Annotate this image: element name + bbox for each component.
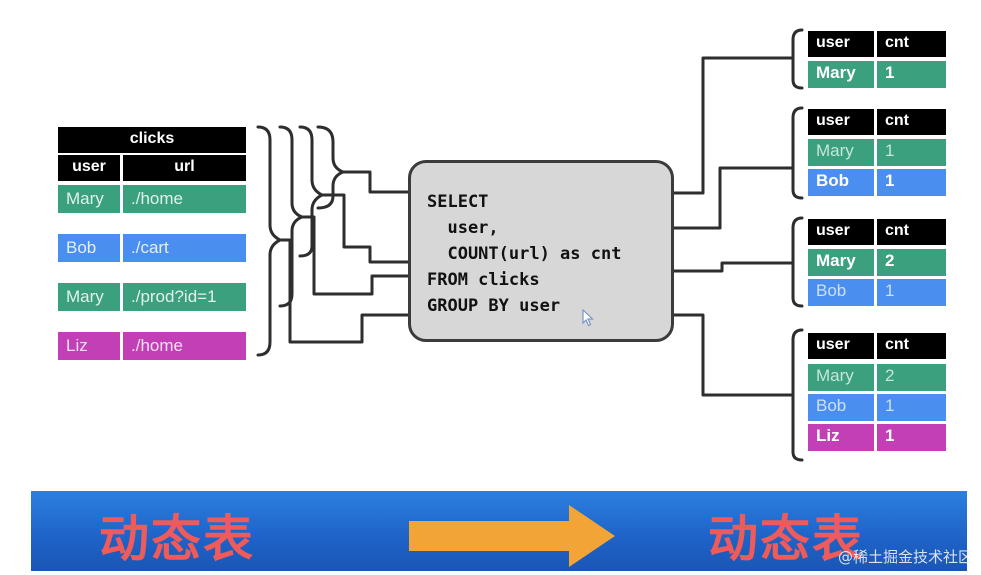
clicks-row-4-url: ./home: [123, 332, 246, 360]
clicks-row-1-url: ./home: [123, 185, 246, 213]
wire-out-2: [672, 166, 795, 230]
result-4-row-2-cnt: 1: [877, 394, 946, 421]
banner-left-label: 动态表: [99, 510, 255, 568]
clicks-table: clicks user url Mary ./home Bob ./cart M…: [58, 127, 246, 363]
watermark-text: @稀土掘金技术社区: [837, 548, 973, 566]
bracket-result-2: [791, 106, 804, 200]
result-4-col-cnt: cnt: [877, 333, 946, 359]
wire-in-2: [320, 193, 410, 264]
clicks-col-url: url: [123, 155, 246, 181]
result-2-col-cnt: cnt: [877, 109, 946, 135]
dynamic-table-banner: 动态表 动态表: [31, 491, 967, 571]
brace-step-2: [298, 125, 324, 258]
clicks-row-4-user: Liz: [58, 332, 120, 360]
result-2-row-2-user: Bob: [808, 169, 874, 196]
result-3-row-1-cnt: 2: [877, 249, 946, 276]
clicks-row-1-user: Mary: [58, 185, 120, 213]
sql-line-3: COUNT(url) as cnt: [427, 244, 622, 264]
brace-step-4: [256, 125, 282, 357]
result-3-row-2-cnt: 1: [877, 279, 946, 306]
wire-out-4: [672, 313, 795, 397]
result-1-row-1-user: Mary: [808, 61, 874, 88]
mouse-cursor-icon: [582, 309, 594, 327]
clicks-row-3-url: ./prod?id=1: [123, 283, 246, 311]
result-4-row-1-user: Mary: [808, 364, 874, 391]
sql-query-box: SELECT user, COUNT(url) as cnt FROM clic…: [408, 160, 674, 342]
result-3-row-2-user: Bob: [808, 279, 874, 306]
result-4-col-user: user: [808, 333, 874, 359]
result-4-row-2-user: Bob: [808, 394, 874, 421]
result-table-3: user cnt Mary 2 Bob 1: [808, 219, 946, 309]
bracket-result-3: [791, 216, 804, 308]
result-table-1: user cnt Mary 1: [808, 31, 946, 91]
result-table-4: user cnt Mary 2 Bob 1 Liz 1: [808, 333, 946, 455]
result-4-row-3-cnt: 1: [877, 424, 946, 451]
result-2-row-2-cnt: 1: [877, 169, 946, 196]
wire-in-4: [278, 238, 410, 344]
sql-line-1: SELECT: [427, 192, 489, 212]
banner-right-label: 动态表: [708, 510, 864, 568]
result-2-row-1-cnt: 1: [877, 139, 946, 166]
wire-in-1: [341, 170, 410, 194]
result-2-col-user: user: [808, 109, 874, 135]
right-arrow-icon: [409, 505, 615, 567]
clicks-row-3-user: Mary: [58, 283, 120, 311]
clicks-col-user: user: [58, 155, 120, 181]
result-3-col-cnt: cnt: [877, 219, 946, 245]
wire-out-1: [672, 56, 795, 195]
sql-line-2: user,: [427, 218, 499, 238]
result-1-col-cnt: cnt: [877, 31, 946, 57]
result-3-row-1-user: Mary: [808, 249, 874, 276]
sql-line-4: FROM clicks: [427, 270, 540, 290]
result-3-col-user: user: [808, 219, 874, 245]
bracket-result-4: [791, 328, 804, 462]
result-4-row-3-user: Liz: [808, 424, 874, 451]
bracket-result-1: [791, 28, 804, 90]
clicks-row-2-user: Bob: [58, 234, 120, 262]
result-2-row-1-user: Mary: [808, 139, 874, 166]
clicks-table-title: clicks: [58, 127, 246, 153]
result-1-col-user: user: [808, 31, 874, 57]
sql-line-5: GROUP BY user: [427, 296, 561, 316]
result-1-row-1-cnt: 1: [877, 61, 946, 88]
clicks-row-2-url: ./cart: [123, 234, 246, 262]
wire-in-3: [300, 215, 410, 296]
result-4-row-1-cnt: 2: [877, 364, 946, 391]
wire-out-3: [672, 261, 795, 273]
sql-query-text: SELECT user, COUNT(url) as cnt FROM clic…: [427, 189, 621, 319]
result-table-2: user cnt Mary 1 Bob 1: [808, 109, 946, 199]
